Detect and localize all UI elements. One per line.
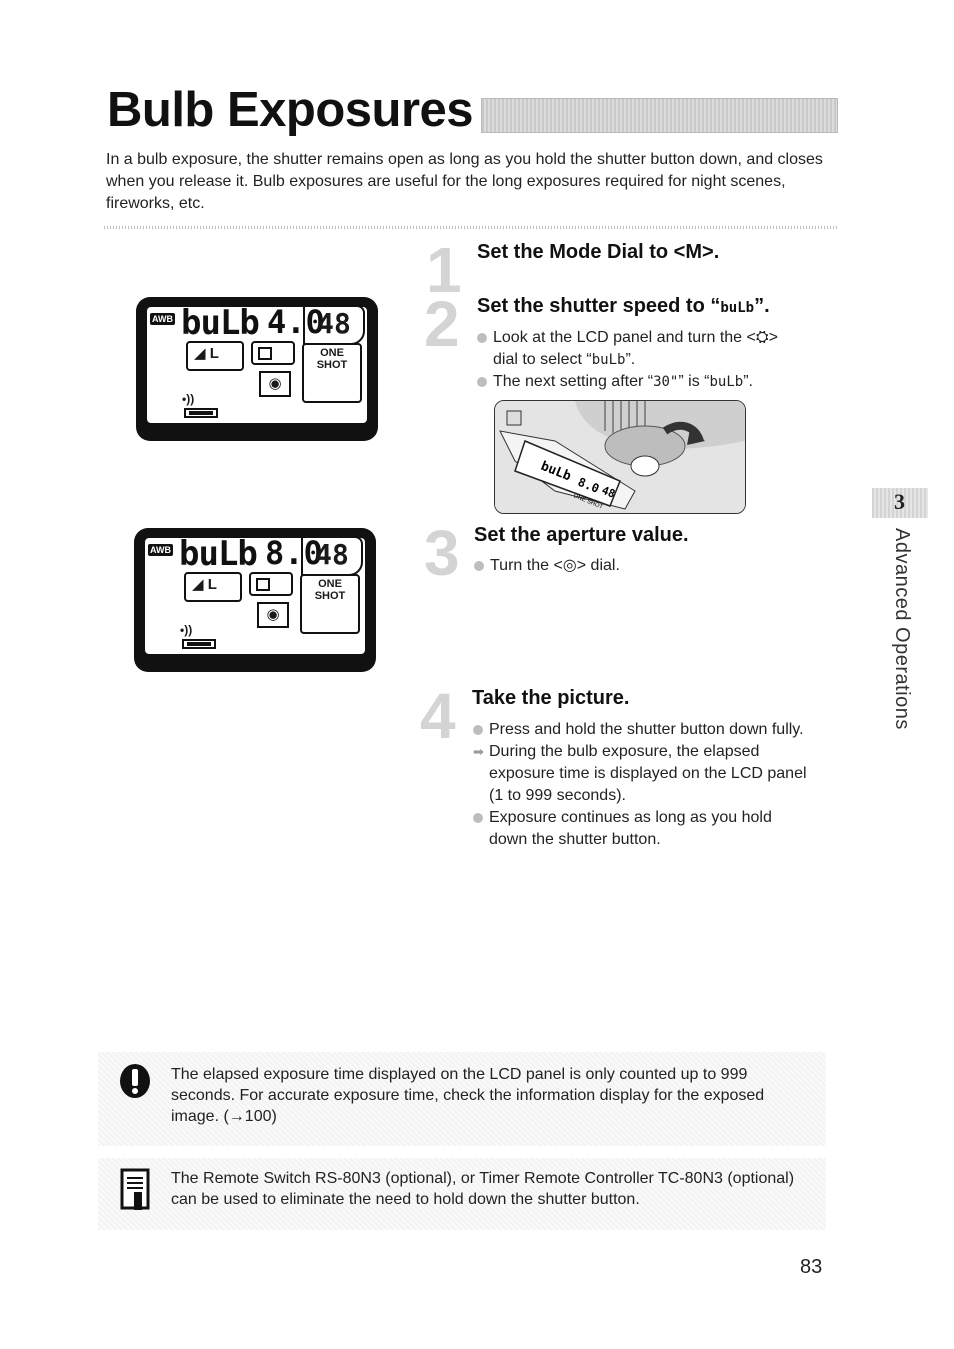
af-label: L bbox=[209, 345, 219, 362]
camera-top-illustration: buLb 8.0 48 ONE SHOT bbox=[494, 400, 746, 514]
lcd-panel-step-2: AWB buLb 4.0 48 ◢ L ONE SHOT ◉ •)) bbox=[136, 297, 378, 441]
lcd-bulb-text: buLb bbox=[709, 374, 744, 390]
beep-icon: •)) bbox=[180, 623, 193, 637]
step-number-3: 3 bbox=[424, 517, 460, 589]
lcd-shots-remaining: 48 bbox=[303, 305, 365, 345]
page-title: Bulb Exposures bbox=[107, 83, 474, 137]
title-decor-band bbox=[481, 98, 838, 133]
lcd-shots-remaining: 48 bbox=[301, 536, 363, 576]
lcd-30s-text: 30" bbox=[653, 374, 679, 390]
list-item: Exposure continues as long as you hold d… bbox=[473, 807, 813, 851]
step-number-1: 1 bbox=[426, 234, 462, 306]
af-mode-label: ONE SHOT bbox=[302, 343, 362, 403]
lcd-shutter-value: buLb bbox=[181, 303, 260, 343]
bullet-icon bbox=[473, 813, 483, 823]
step-number-2: 2 bbox=[424, 288, 460, 360]
memo-icon bbox=[120, 1168, 150, 1210]
step-4-body: Press and hold the shutter button down f… bbox=[473, 719, 813, 851]
step-2-body: Look at the LCD panel and turn the <⛭>di… bbox=[477, 327, 837, 393]
caution-icon bbox=[120, 1064, 150, 1098]
bullet-icon bbox=[477, 377, 487, 387]
divider bbox=[104, 226, 837, 229]
lcd-shutter-value: buLb bbox=[179, 534, 258, 574]
metering-icon: ◉ bbox=[259, 371, 291, 397]
awb-icon: AWB bbox=[150, 313, 175, 325]
af-point-box: ◢ L bbox=[186, 341, 244, 371]
memo-note bbox=[98, 1158, 826, 1230]
list-item: ➡During the bulb exposure, the elapsed e… bbox=[473, 743, 807, 804]
caution-note bbox=[98, 1052, 826, 1146]
list-item: The next setting after “30"” is “buLb”. bbox=[477, 371, 837, 393]
step-2-title: Set the shutter speed to “buLb”. bbox=[477, 295, 770, 317]
metering-icon: ◉ bbox=[257, 602, 289, 628]
camera-drawing: buLb 8.0 48 ONE SHOT bbox=[495, 401, 745, 513]
intro-paragraph: In a bulb exposure, the shutter remains … bbox=[106, 151, 823, 212]
bullet-icon bbox=[477, 333, 487, 343]
figure-lcd-shots: 48 bbox=[600, 484, 617, 501]
list-item: Press and hold the shutter button down f… bbox=[473, 719, 813, 741]
list-item: Turn the <◎> dial. bbox=[474, 555, 834, 577]
chapter-tab bbox=[872, 488, 928, 518]
step-number-4: 4 bbox=[420, 680, 456, 752]
step-4-title: Take the picture. bbox=[472, 687, 630, 709]
caution-text: The elapsed exposure time displayed on t… bbox=[171, 1066, 765, 1125]
list-item: Look at the LCD panel and turn the <⛭>di… bbox=[477, 327, 837, 371]
page-number: 83 bbox=[800, 1256, 823, 1278]
lcd-bulb-text: buLb bbox=[720, 300, 755, 316]
main-dial-icon: ⛭ bbox=[755, 329, 769, 346]
lcd-panel-step-3: AWB buLb 8.0 48 ◢ L ONE SHOT ◉ •)) bbox=[134, 528, 376, 672]
af-mode-label: ONE SHOT bbox=[300, 574, 360, 634]
chapter-number: 3 bbox=[894, 489, 905, 514]
single-shot-icon bbox=[251, 341, 295, 365]
single-shot-icon bbox=[249, 572, 293, 596]
lcd-display: AWB buLb 4.0 48 ◢ L ONE SHOT ◉ •)) bbox=[147, 303, 367, 423]
af-label: L bbox=[207, 576, 217, 593]
battery-icon bbox=[184, 408, 218, 418]
step-3-title: Set the aperture value. bbox=[474, 524, 689, 546]
memo-text: The Remote Switch RS-80N3 (optional), or… bbox=[171, 1170, 795, 1208]
chapter-name: Advanced Operations bbox=[891, 528, 913, 730]
beep-icon: •)) bbox=[182, 392, 195, 406]
step-3-body: Turn the <◎> dial. bbox=[474, 555, 834, 577]
bullet-icon bbox=[474, 561, 484, 571]
lcd-bulb-text: buLb bbox=[591, 352, 626, 368]
arrow-icon: ➡ bbox=[473, 744, 484, 759]
lcd-display: AWB buLb 8.0 48 ◢ L ONE SHOT ◉ •)) bbox=[145, 534, 365, 654]
af-point-box: ◢ L bbox=[184, 572, 242, 602]
step-1-title: Set the Mode Dial to <M>. bbox=[477, 241, 720, 263]
quick-control-dial-icon: ◎ bbox=[562, 557, 577, 574]
awb-icon: AWB bbox=[148, 544, 173, 556]
bullet-icon bbox=[473, 725, 483, 735]
battery-icon bbox=[182, 639, 216, 649]
